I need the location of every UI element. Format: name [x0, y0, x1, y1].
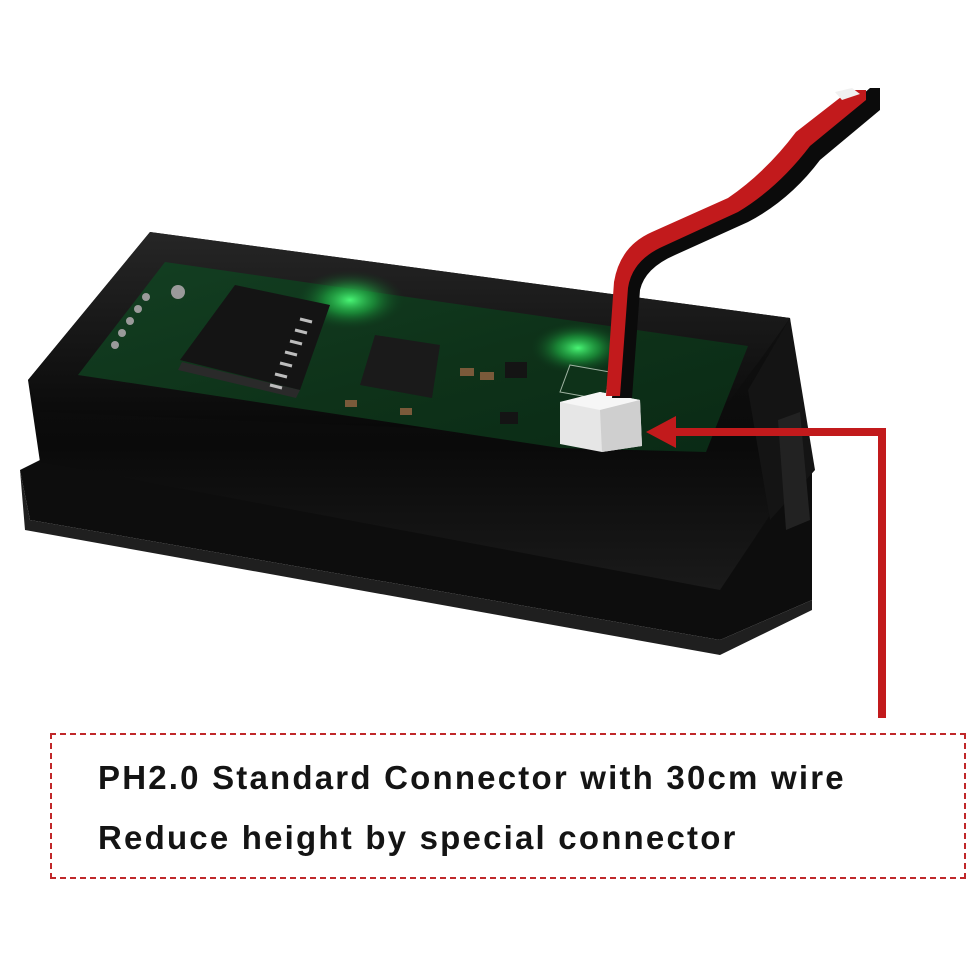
caption-line-height: Reduce height by special connector: [98, 819, 738, 856]
ic-pins-left: [269, 317, 313, 390]
pointer-arrow-line: [668, 428, 886, 718]
pointer-arrow-head: [646, 416, 676, 448]
ic-chip-large: [180, 285, 330, 390]
edge-pads: [111, 285, 185, 349]
smd-part: [505, 362, 527, 378]
led-glow-right: [530, 322, 626, 374]
wire-black: [612, 88, 880, 398]
ic-chip-middle: [360, 335, 440, 398]
wire-red: [606, 90, 866, 396]
smd-part: [345, 400, 357, 407]
caption-line-connector: PH2.0 Standard Connector with 30cm wire: [98, 759, 846, 796]
smd-part: [500, 412, 518, 424]
smd-part: [400, 408, 412, 415]
smd-part: [480, 372, 494, 380]
caption-box: PH2.0 Standard Connector with 30cm wire …: [50, 733, 966, 879]
wire-white: [835, 88, 860, 100]
smd-part: [460, 368, 474, 376]
